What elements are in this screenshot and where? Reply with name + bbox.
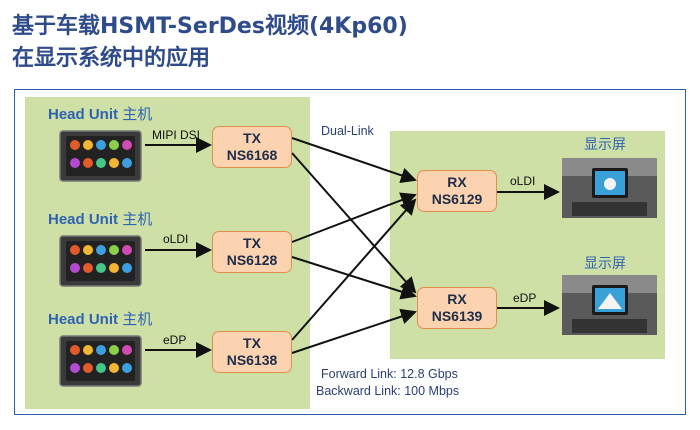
display-label-2: 显示屏	[584, 256, 626, 272]
diagram-frame	[14, 89, 686, 415]
page-title-line2: 在显示系统中的应用	[12, 46, 211, 71]
dual-link-label: Dual-Link	[321, 124, 374, 138]
rx-interface-label-1: oLDI	[510, 174, 536, 188]
head-unit-label-3: Head Unit 主机	[48, 310, 153, 328]
interface-label-3: eDP	[163, 333, 187, 347]
head-unit-device-icon	[59, 235, 142, 287]
head-unit-label-1: Head Unit 主机	[48, 105, 153, 123]
rx-interface-label-2: eDP	[513, 291, 537, 305]
interface-label-2: oLDI	[163, 232, 189, 246]
rear-seat-display-icon	[562, 158, 657, 218]
display-label-1: 显示屏	[584, 137, 626, 153]
forward-link-label: Forward Link: 12.8 Gbps	[321, 367, 458, 381]
page-title-line1: 基于车载HSMT-SerDes视频(4Kp60)	[12, 14, 408, 39]
head-unit-label-2: Head Unit 主机	[48, 210, 153, 228]
head-unit-device-icon	[59, 130, 142, 182]
backward-link-label: Backward Link: 100 Mbps	[316, 384, 460, 398]
head-unit-device-icon	[59, 335, 142, 387]
rear-seat-display-icon	[562, 275, 657, 335]
interface-label-1: MIPI DSI	[152, 128, 201, 142]
